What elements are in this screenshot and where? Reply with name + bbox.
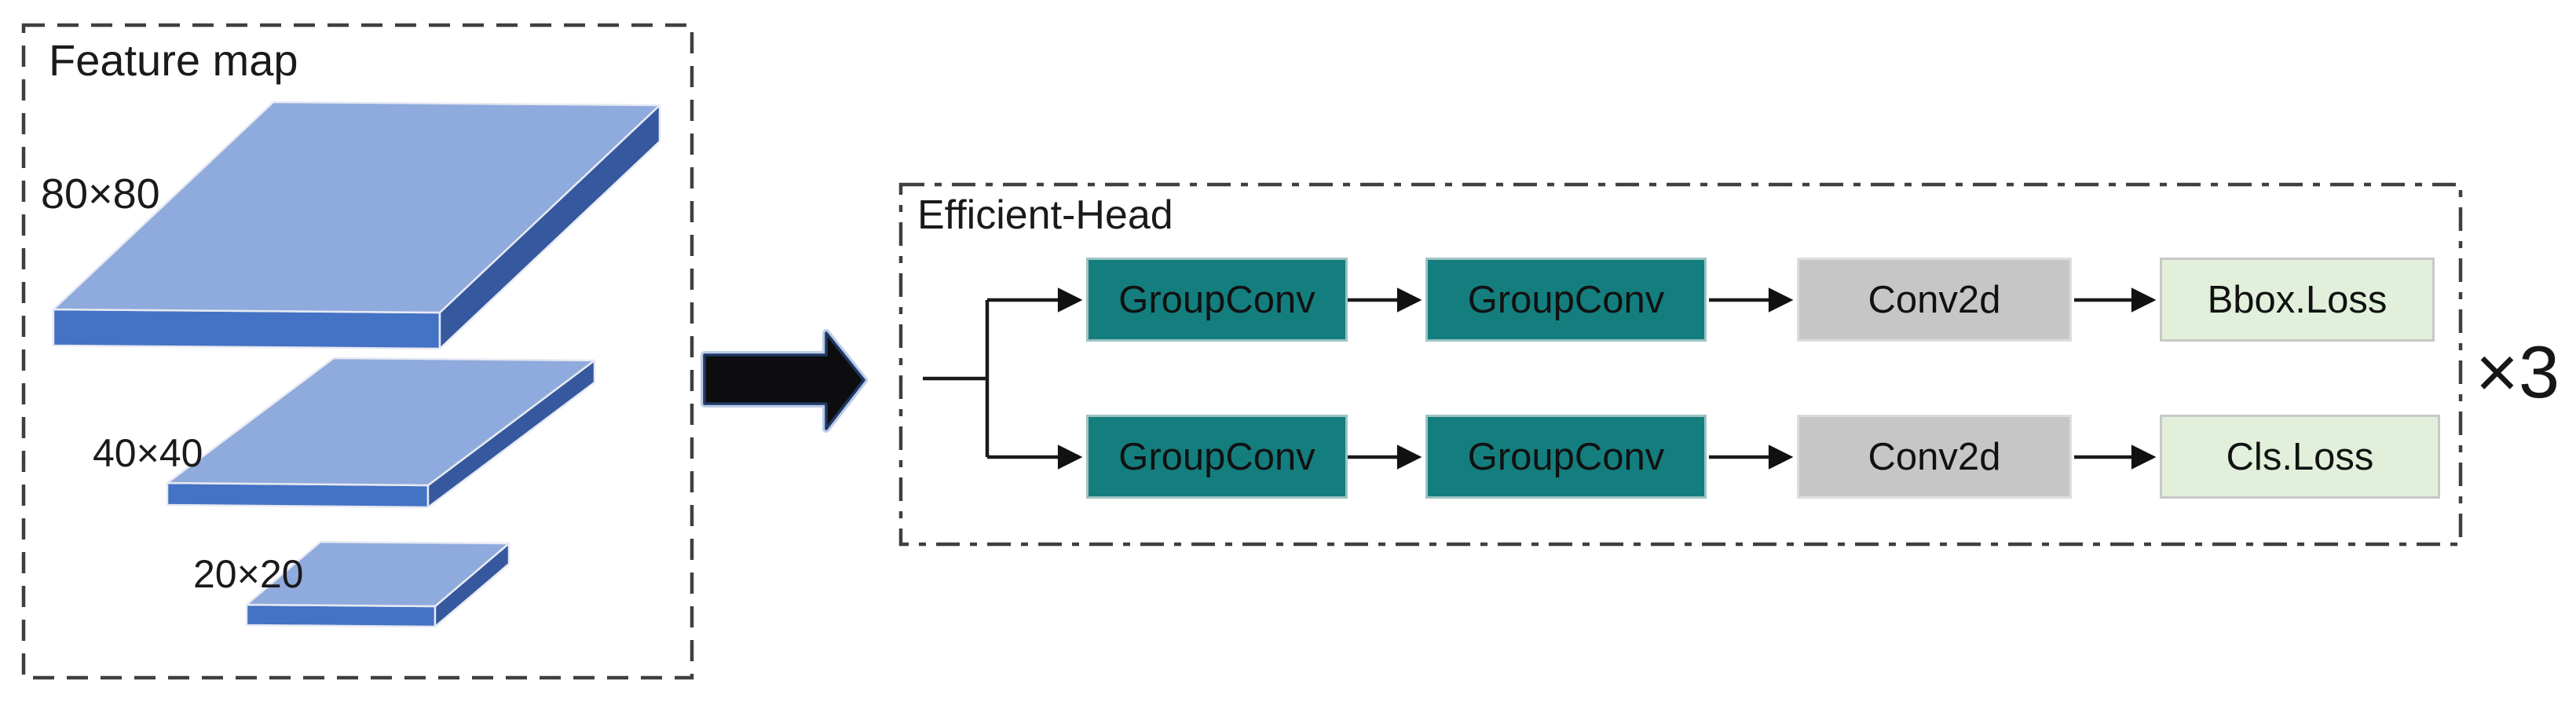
slab-label-40x40: 40×40 (93, 431, 203, 475)
node-conv2d-row1: Conv2d (1797, 258, 2072, 342)
slab-label-80x80: 80×80 (41, 170, 160, 218)
repeat-multiplier-label: ×3 (2475, 331, 2560, 413)
node-label: GroupConv (1118, 435, 1315, 478)
node-label: Conv2d (1868, 278, 2001, 321)
feature-slab-20x20 (245, 540, 510, 628)
node-groupconv-row2-2: GroupConv (1425, 415, 1707, 499)
node-label: GroupConv (1467, 435, 1665, 478)
node-bbox-loss: Bbox.Loss (2160, 258, 2435, 342)
node-groupconv-row1-2: GroupConv (1425, 258, 1707, 342)
slab-label-20x20: 20×20 (193, 552, 304, 596)
node-label: GroupConv (1467, 278, 1665, 321)
feature-slab-80x80 (52, 101, 661, 350)
node-label: Bbox.Loss (2207, 278, 2388, 321)
efficient-head-frame (898, 182, 2463, 547)
node-conv2d-row2: Conv2d (1797, 415, 2072, 499)
feature-map-frame (21, 23, 694, 680)
node-label: Cls.Loss (2226, 435, 2374, 478)
flow-arrow-icon (701, 329, 868, 433)
node-groupconv-row2-1: GroupConv (1086, 415, 1348, 499)
node-label: Conv2d (1868, 435, 2001, 478)
node-cls-loss: Cls.Loss (2160, 415, 2440, 499)
feature-map-title: Feature map (49, 35, 298, 85)
connector-arrows (923, 287, 2157, 470)
node-label: GroupConv (1118, 278, 1315, 321)
feature-slab-40x40 (166, 357, 596, 509)
node-groupconv-row1-1: GroupConv (1086, 258, 1348, 342)
efficient-head-title: Efficient-Head (917, 192, 1173, 238)
